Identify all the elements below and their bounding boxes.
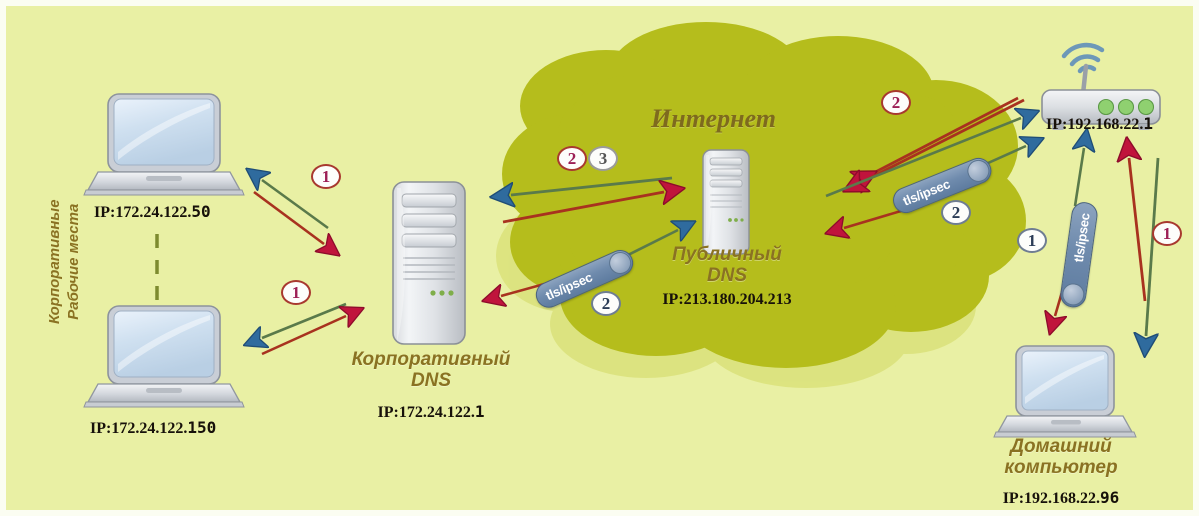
wifi-waves-icon: [1061, 42, 1105, 74]
badge-step-ws-top: 1: [311, 164, 341, 189]
wifi-router: [1041, 42, 1161, 130]
ip-separator: .: [1096, 490, 1101, 507]
ip-host-octet: 150: [187, 418, 217, 437]
side-label-line2: Рабочие места: [64, 203, 82, 320]
label-home-computer: Домашний компьютер: [981, 436, 1141, 479]
cloud-label-internet: Интернет: [651, 104, 776, 133]
ip-host-octet: 96: [1100, 488, 1120, 507]
ip-host-octet: 50: [191, 202, 211, 221]
badge-step-tunnel-left: 2: [591, 291, 621, 316]
label-corporate-dns: Корпоративный DNS: [351, 349, 511, 392]
ip-separator: .: [1139, 116, 1144, 133]
ip-separator: .: [183, 420, 188, 437]
laptop-home-computer: [993, 345, 1137, 438]
side-label-corporate-workstations: Корпоративные Рабочие места: [46, 199, 84, 324]
ip-corporate-dns: IP:172.24.122.1: [346, 402, 516, 422]
badge-step-cloud-left-2: 2: [557, 146, 587, 171]
arrow-ws-bottom-to-dns: [262, 302, 346, 356]
ip-separator: .: [187, 204, 192, 221]
side-label-line1: Корпоративные: [46, 199, 63, 324]
laptop-workstation-top: [83, 93, 245, 196]
server-public-dns: [702, 149, 750, 255]
node-name-line2: DNS: [706, 265, 748, 287]
badge-step-cloud-left-3: 3: [588, 146, 618, 171]
arrow-ws-top-to-dns: [254, 180, 328, 244]
node-name-line2: DNS: [410, 370, 452, 392]
tunnel-label: tls/ipsec: [1070, 212, 1093, 264]
badge-step-tunnel-right: 2: [941, 200, 971, 225]
badge-step-ws-bottom: 1: [281, 280, 311, 305]
node-name-line1: Корпоративный: [351, 349, 511, 370]
ip-prefix: IP:172.24.122: [90, 420, 184, 437]
node-name-line1: Домашний: [1010, 436, 1112, 457]
badge-step-cloud-top: 2: [881, 90, 911, 115]
ip-prefix: IP:172.24.122: [377, 404, 471, 421]
ip-prefix: IP:192.168.22: [1002, 490, 1097, 507]
ip-separator: .: [470, 404, 475, 421]
ip-prefix: IP:192.168.22: [1046, 116, 1140, 133]
laptop-workstation-bottom: [83, 305, 245, 408]
arrow-home-to-router: [1055, 148, 1160, 336]
label-public-dns: Публичный DNS: [654, 244, 800, 287]
ip-public-dns: IP:213.180.204.213: [662, 291, 792, 308]
arrow-router-to-public-dns-upper: [825, 96, 1024, 198]
ip-workstation-bottom: IP:172.24.122.150: [90, 418, 216, 438]
tunnel-knob-icon: [1060, 281, 1086, 307]
node-name-line2: компьютер: [1004, 457, 1118, 479]
node-name-line1: Публичный: [672, 244, 782, 265]
ip-router: IP:192.168.22.1: [1046, 114, 1153, 134]
ip-host-octet: 1: [1143, 114, 1153, 133]
server-corporate-dns: [392, 181, 466, 345]
ip-prefix: IP:172.24.122: [94, 204, 188, 221]
ip-host-octet: 1: [474, 402, 485, 421]
ip-home-computer: IP:192.168.22.96: [971, 488, 1151, 508]
badge-step-home-tunnel: 1: [1017, 228, 1047, 253]
badge-step-home-right: 1: [1152, 221, 1182, 246]
arrow-corp-dns-to-public-dns: [503, 176, 672, 224]
ip-workstation-top: IP:172.24.122.50: [94, 202, 211, 222]
